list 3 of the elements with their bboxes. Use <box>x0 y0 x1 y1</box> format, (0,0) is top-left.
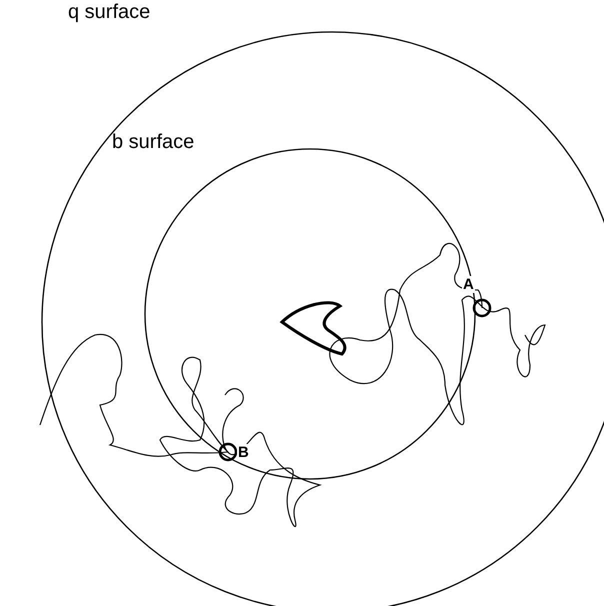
text-label: b surface <box>112 132 194 152</box>
text-label: q surface <box>68 2 150 22</box>
point-label: A <box>462 276 475 293</box>
